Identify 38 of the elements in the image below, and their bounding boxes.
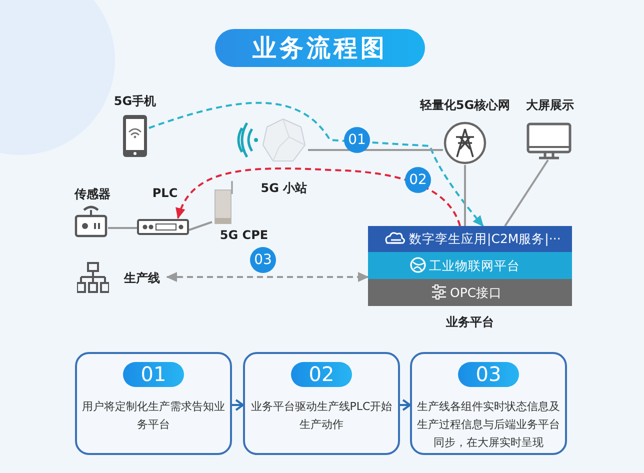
node-label: 5G手机	[112, 93, 158, 110]
step-number: 03	[458, 362, 519, 387]
node-label: 轻量化5G核心网	[418, 97, 512, 114]
node-label: 5G 小站	[260, 180, 308, 197]
connector-line	[504, 159, 549, 227]
arrow	[176, 168, 461, 226]
node-label: 生产线	[122, 270, 161, 287]
step-number: 01	[123, 362, 184, 387]
connector-line	[108, 227, 137, 229]
platform-layer	[368, 226, 572, 252]
node-label: PLC	[151, 186, 179, 200]
platform-layer	[368, 279, 572, 306]
step-number: 02	[291, 362, 352, 387]
step-card	[410, 352, 567, 455]
arrow	[148, 102, 484, 227]
connector-line	[188, 221, 212, 231]
node-label: 大屏展示	[525, 97, 575, 114]
edge-label: 03	[250, 247, 276, 273]
title-banner: 业务流程图	[215, 29, 425, 67]
step-description: 业务平台驱动生产线PLC开始生产动作	[250, 399, 394, 433]
edge-label: 02	[405, 167, 431, 193]
step-description: 生产线各组件实时状态信息及生产过程信息与后端业务平台同步，在大屏实时呈现	[416, 399, 561, 451]
arrow	[232, 399, 244, 411]
node-label: 5G CPE	[218, 228, 270, 242]
edge-label: 01	[344, 127, 370, 153]
step-card	[75, 352, 232, 455]
platform-layer	[368, 252, 572, 279]
node-label: 业务平台	[445, 314, 495, 331]
connector-line	[464, 165, 466, 226]
layer-label: 数字孪生应用|C2M服务|···	[409, 230, 561, 248]
node-label: 传感器	[73, 186, 112, 203]
arrow	[400, 399, 411, 411]
layer-label: OPC接口	[450, 284, 502, 302]
step-description: 用户将定制化生产需求告知业务平台	[81, 399, 226, 433]
connector-line	[308, 149, 443, 151]
layer-label: 工业物联网平台	[429, 257, 520, 275]
step-card	[243, 352, 400, 455]
arrow	[166, 272, 369, 282]
